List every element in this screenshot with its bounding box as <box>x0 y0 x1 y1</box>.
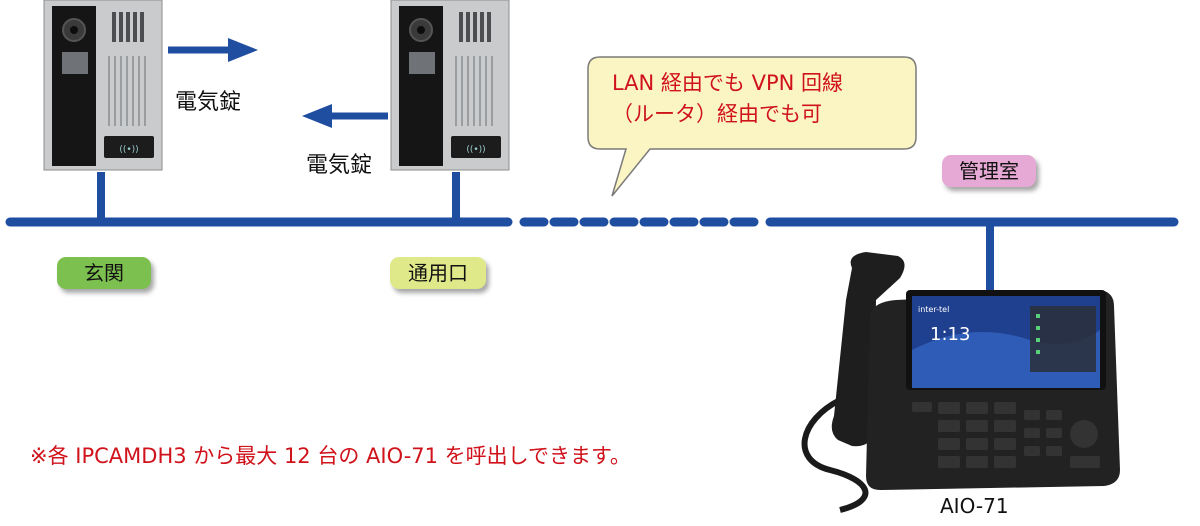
phone-brand: inter-tel <box>918 305 949 314</box>
phone-caption: AIO-71 <box>940 494 1009 518</box>
call-limit-note: ※各 IPCAMDH3 から最大 12 台の AIO-71 を呼出しできます。 <box>30 440 631 470</box>
left-lock-label: 電気錠 <box>175 84 241 116</box>
callout-line2: （ルータ）経由でも可 <box>612 99 890 130</box>
badge-management: 管理室 <box>942 155 1036 187</box>
svg-text:((•)): ((•)) <box>466 145 485 155</box>
right-lock-label: 電気錠 <box>306 147 372 179</box>
intercom-service: ((•)) <box>391 0 509 170</box>
callout-line1: LAN 経由でも VPN 回線 <box>612 68 890 99</box>
intercom-entrance: ((•)) <box>44 0 162 170</box>
badge-entrance: 玄関 <box>57 257 151 289</box>
badge-service-entrance: 通用口 <box>390 257 486 289</box>
callout: LAN 経由でも VPN 回線 （ルータ）経由でも可 <box>594 58 908 150</box>
arrow-left-icon <box>302 104 388 128</box>
svg-text:((•)): ((•)) <box>119 145 138 155</box>
ip-phone-aio71: 1:13 inter-tel <box>805 252 1120 510</box>
phone-time: 1:13 <box>930 324 970 345</box>
arrow-right-icon <box>168 38 258 62</box>
